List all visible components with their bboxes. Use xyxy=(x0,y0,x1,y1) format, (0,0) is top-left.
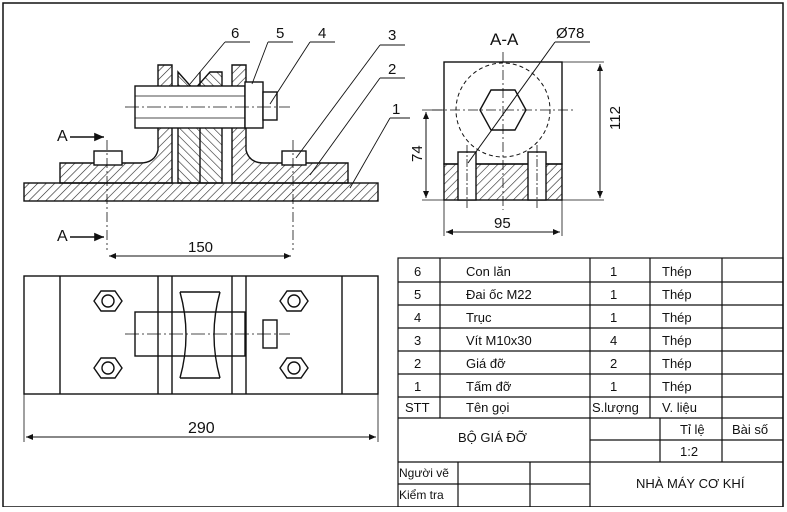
callout-4: 4 xyxy=(318,25,326,42)
part-no-4: 3 xyxy=(414,333,421,348)
part-no-3: 4 xyxy=(414,310,421,325)
sheet-label: Bài số xyxy=(732,422,768,437)
part-qty-3: 1 xyxy=(610,310,617,325)
cut-label-top: A xyxy=(57,128,68,145)
part-material-3: Thép xyxy=(662,310,692,325)
section-title: A-A xyxy=(490,30,519,49)
dimension-150: 150 xyxy=(188,239,213,256)
part-material-4: Thép xyxy=(662,333,692,348)
header-name: Tên gọi xyxy=(466,400,509,415)
part-no-5: 2 xyxy=(414,356,421,371)
header-qty: S.lượng xyxy=(592,400,639,415)
part-material-2: Thép xyxy=(662,287,692,302)
part-qty-2: 1 xyxy=(610,287,617,302)
part-qty-5: 2 xyxy=(610,356,617,371)
part-name-2: Đai ốc M22 xyxy=(466,287,532,302)
section-view xyxy=(422,41,604,236)
drawn-by-label: Người vẽ xyxy=(399,466,449,480)
part-name-5: Giá đỡ xyxy=(466,356,506,371)
part-name-1: Con lăn xyxy=(466,264,511,279)
top-view xyxy=(23,275,379,442)
header-no: STT xyxy=(405,400,430,415)
checked-by-label: Kiểm tra xyxy=(399,488,444,502)
callout-6: 6 xyxy=(231,25,239,42)
parts-table xyxy=(397,257,784,508)
cut-label-bottom: A xyxy=(57,228,68,245)
part-material-5: Thép xyxy=(662,356,692,371)
dimension-95: 95 xyxy=(494,215,511,232)
part-name-3: Trục xyxy=(466,310,492,325)
scale-value: 1:2 xyxy=(680,444,698,459)
part-qty-4: 4 xyxy=(610,333,617,348)
part-qty-1: 1 xyxy=(610,264,617,279)
header-material: V. liệu xyxy=(662,400,697,415)
part-no-6: 1 xyxy=(414,379,421,394)
callout-3: 3 xyxy=(388,27,396,44)
callout-5: 5 xyxy=(276,25,284,42)
part-name-4: Vít M10x30 xyxy=(466,333,532,348)
scale-label: Tỉ lệ xyxy=(680,422,705,437)
part-material-1: Thép xyxy=(662,264,692,279)
diameter-dimension: Ø78 xyxy=(556,25,584,42)
dimension-112: 112 xyxy=(607,106,624,130)
callout-1: 1 xyxy=(392,101,400,118)
company-name: NHÀ MÁY CƠ KHÍ xyxy=(636,476,745,491)
part-qty-6: 1 xyxy=(610,379,617,394)
dimension-74: 74 xyxy=(409,145,426,162)
part-no-1: 6 xyxy=(414,264,421,279)
part-material-6: Thép xyxy=(662,379,692,394)
dimension-290: 290 xyxy=(188,420,215,437)
callout-2: 2 xyxy=(388,61,396,78)
assembly-name: BỘ GIÁ ĐỠ xyxy=(458,430,527,445)
front-view xyxy=(23,41,410,259)
part-name-6: Tấm đỡ xyxy=(466,379,512,394)
part-no-2: 5 xyxy=(414,287,421,302)
